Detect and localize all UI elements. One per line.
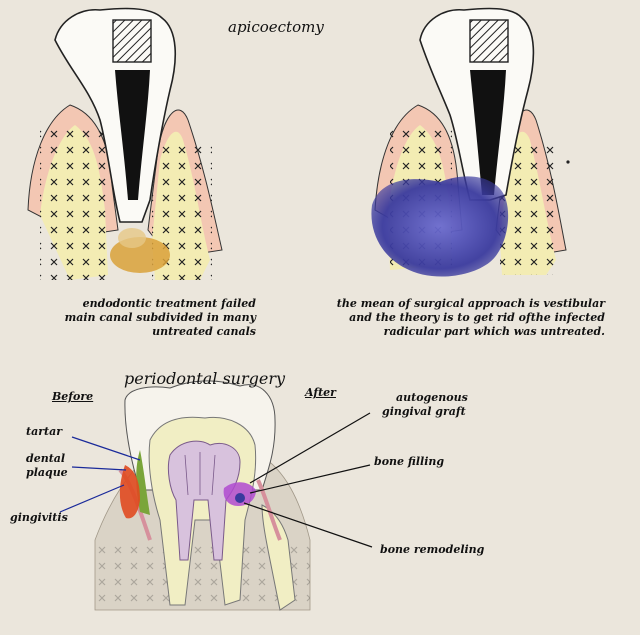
left-caption-line-2: main canal subdivided in many [64,311,256,324]
right-caption-line-1: the mean of surgical approach is vestibu… [336,297,605,310]
pointer-graft [249,412,371,484]
before-label: Before [52,390,94,403]
left-caption-line-3: untreated canals [152,325,256,338]
label-graft-line-2: gingival graft [382,405,466,418]
label-plaque-line-1: dental [26,452,66,465]
crown-restoration [112,19,152,63]
label-graft: autogenous gingival graft [382,391,468,419]
plaque-deposit [119,465,140,519]
bone-graft-region [371,176,509,277]
label-bone-remodeling: bone remodeling [380,543,485,556]
label-plaque: dental plaque [26,452,68,480]
bone-filling-spot [235,493,245,503]
pointer-plaque [71,466,127,471]
pointer-remodeling [243,502,373,548]
label-tartar: tartar [26,425,63,438]
root-canal-filling [115,70,150,200]
pointer-gingivitis [59,484,125,513]
right-caption-line-3: radicular part which was untreated. [383,325,605,338]
label-plaque-line-2: plaque [26,466,68,479]
label-graft-line-1: autogenous [396,391,468,404]
label-bone-filling: bone filling [374,455,445,468]
pointer-bone-filling [249,464,371,494]
label-gingivitis: gingivitis [10,511,68,524]
after-label: After [305,386,336,399]
left-caption-line-1: endodontic treatment failed [82,297,256,310]
apicoectomy-before-illustration [27,7,223,280]
right-caption-line-2: and the theory is to get rid ofthe infec… [349,311,605,324]
periodontal-illustration [59,380,373,611]
apicoectomy-title: apicoectomy [228,18,324,36]
left-caption: endodontic treatment failed main canal s… [30,297,256,339]
apicoectomy-after-illustration [371,7,570,277]
pointer-tartar [71,436,141,461]
periodontal-title: periodontal surgery [124,369,286,388]
right-caption: the mean of surgical approach is vestibu… [282,297,605,339]
